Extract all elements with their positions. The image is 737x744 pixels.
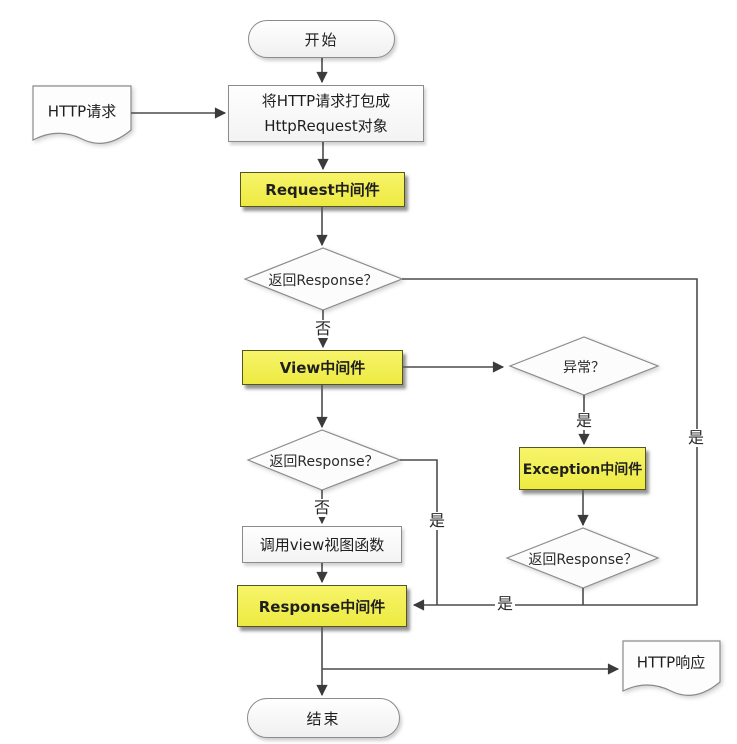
decision-response-3-shape	[505, 527, 660, 589]
decision-response-1-label: 返回Response？	[268, 273, 378, 289]
view-middleware-node: View中间件	[242, 350, 403, 385]
response-middleware-label: Response中间件	[258, 597, 386, 616]
call-view-node: 调用view视图函数	[242, 526, 402, 563]
view-middleware-label: View中间件	[279, 359, 366, 377]
package-request-line1: 将HTTP请求打包成	[261, 91, 391, 110]
end-node: 结束	[247, 698, 400, 738]
package-request-node: 将HTTP请求打包成 HttpRequest对象	[228, 85, 424, 142]
decision-response-3-label: 返回Response？	[528, 552, 638, 568]
decision-exception-shape	[508, 336, 660, 396]
edge-label-decision2-yes: 是	[426, 511, 448, 530]
edge-label-decision1-no: 否	[312, 319, 334, 338]
call-view-label: 调用view视图函数	[259, 536, 385, 554]
response-middleware-node: Response中间件	[237, 585, 407, 627]
decision-exception-label: 异常？	[563, 360, 605, 376]
exception-middleware-node: Exception中间件	[519, 447, 646, 490]
request-middleware-label: Request中间件	[265, 181, 380, 199]
http-response-doc-label: HTTP响应	[636, 653, 706, 672]
edge-label-decision1-yes: 是	[685, 428, 707, 447]
end-label: 结束	[306, 709, 341, 728]
exception-middleware-label: Exception中间件	[522, 461, 643, 478]
connector-decision2-yes	[400, 459, 438, 605]
package-request-line2: HttpRequest对象	[264, 116, 388, 135]
request-middleware-node: Request中间件	[240, 172, 405, 207]
edge-label-decision3-yes: 是	[494, 594, 516, 613]
http-request-doc-label: HTTP请求	[47, 102, 117, 121]
http-response-doc-shape	[622, 640, 721, 696]
edge-label-exception-yes: 是	[573, 411, 595, 430]
start-node: 开始	[248, 20, 395, 58]
edge-label-decision2-no: 否	[311, 498, 333, 517]
decision-response-2-label: 返回Response？	[269, 454, 379, 470]
start-label: 开始	[304, 30, 339, 49]
http-request-doc-shape	[32, 85, 132, 144]
